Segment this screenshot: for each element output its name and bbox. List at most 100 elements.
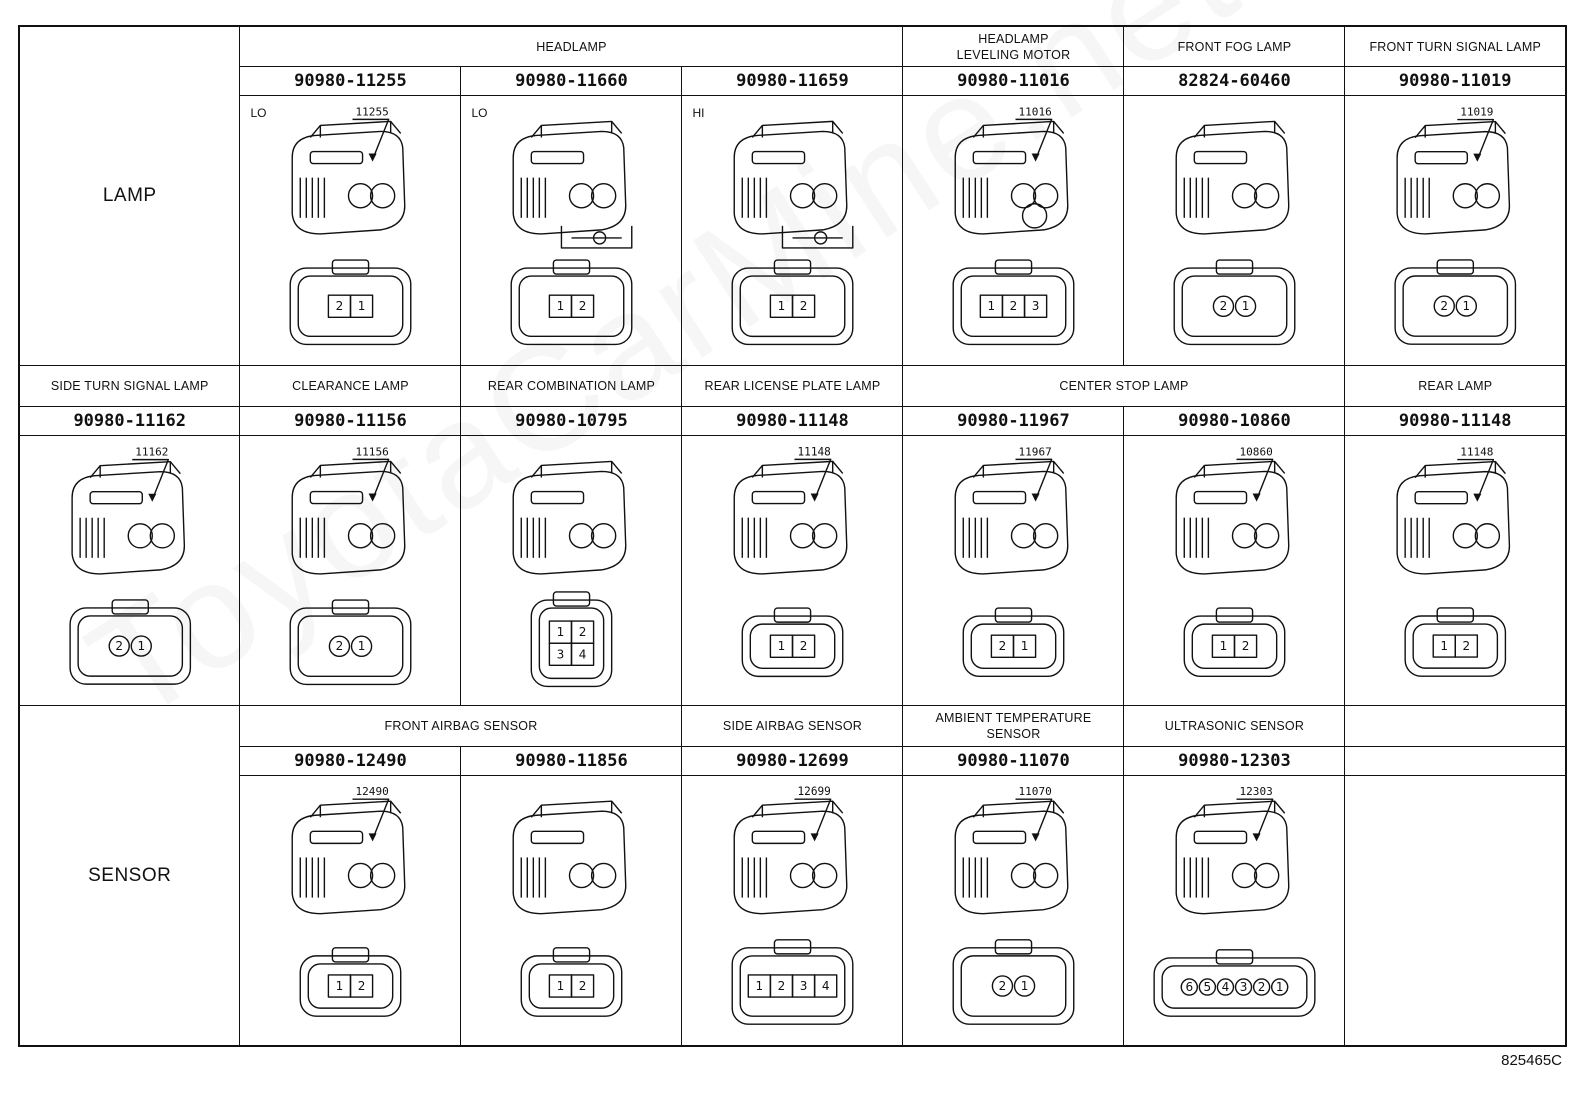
part-number: 90980-11255 [239, 66, 462, 96]
pin-cavity [793, 635, 815, 657]
connector-housing-view [293, 801, 406, 914]
beam-label: LO [250, 105, 267, 120]
connector-face-view [70, 600, 190, 684]
pin-number: 4 [579, 647, 587, 661]
connector-tag-label: 11019 [1461, 105, 1494, 118]
connector-housing-view [1177, 121, 1290, 234]
connector-tag-label: 11016 [1019, 105, 1052, 118]
category-sensor: SENSOR [18, 705, 241, 1047]
pin-number: 2 [1463, 639, 1471, 653]
pin-cavity [1435, 296, 1455, 316]
pin-number: 1 [1021, 639, 1029, 653]
connector-tag-label: 11148 [1461, 445, 1494, 458]
pin-number: 2 [999, 639, 1007, 653]
connector-face-view [532, 592, 612, 686]
pin-cavity [572, 295, 594, 317]
part-number: 90980-11148 [1344, 406, 1567, 436]
connector-tag-label: 11070 [1019, 785, 1052, 798]
connector-housing-view [72, 461, 184, 573]
connector-face-view [964, 608, 1064, 676]
document-id: 825465C [1501, 1052, 1562, 1069]
empty-cell [1344, 705, 1567, 748]
pin-number: 1 [778, 639, 786, 653]
connector-tag-label: 12699 [798, 785, 831, 798]
pin-number: 4 [1222, 980, 1230, 994]
connector-face-view [291, 600, 412, 684]
pin-number: 2 [778, 979, 786, 993]
pin-cavity [352, 636, 372, 656]
pin-cavity [1236, 296, 1256, 316]
pin-number: 1 [1441, 639, 1449, 653]
connector-face-view [522, 947, 622, 1015]
group-name: FRONT TURN SIGNAL LAMP [1344, 25, 1567, 68]
connector-tag-label: 11148 [798, 445, 831, 458]
connector-housing-view [1398, 461, 1510, 573]
connector-face-view [733, 260, 854, 344]
connector-face-view [512, 260, 633, 344]
pin-number: 3 [800, 979, 808, 993]
pin-cavity [351, 975, 373, 997]
connector-tag-label: 11967 [1019, 445, 1052, 458]
connector-housing-view [956, 461, 1069, 574]
part-number: 90980-11162 [18, 406, 241, 436]
pin-cavity [1218, 979, 1234, 995]
connector-tag-label: 10860 [1240, 445, 1273, 458]
part-number: 90980-11967 [902, 406, 1125, 436]
connector-face-view [954, 260, 1075, 344]
connector-housing-view [514, 461, 627, 574]
connector-face-view [1185, 608, 1285, 676]
pin-number: 3 [1240, 980, 1248, 994]
pin-number: 2 [1242, 639, 1250, 653]
pin-cavity [793, 295, 815, 317]
pin-number: 2 [800, 639, 808, 653]
pin-number: 2 [1220, 299, 1228, 313]
connector-tag-label: 11255 [356, 105, 389, 118]
connector-housing-view [735, 801, 848, 914]
pin-number: 2 [1258, 980, 1266, 994]
connector-face-view [1175, 260, 1296, 344]
part-number: 90980-11019 [1344, 66, 1567, 96]
pin-cavity [1235, 635, 1257, 657]
pin-number: 1 [1021, 979, 1029, 993]
pin-number: 1 [557, 299, 565, 313]
group-name: ULTRASONIC SENSOR [1123, 705, 1346, 748]
part-number: 90980-11156 [239, 406, 462, 436]
connector-tag-label: 11162 [135, 445, 168, 458]
connector-face-view [1406, 608, 1506, 676]
pin-cavity [351, 295, 373, 317]
pin-cavity [1014, 635, 1036, 657]
pin-number: 2 [800, 299, 808, 313]
connector-housing-view [956, 801, 1069, 914]
pin-cavity [1025, 295, 1047, 317]
pin-cavity [1015, 976, 1035, 996]
connector-housing-view [293, 461, 406, 574]
part-number: 90980-12699 [681, 746, 904, 776]
pin-cavity [572, 975, 594, 997]
group-name: REAR LAMP [1344, 365, 1567, 408]
connector-face-view [733, 939, 854, 1023]
pin-cavity [1272, 979, 1288, 995]
pin-number: 1 [1463, 299, 1471, 313]
part-number: 90980-11070 [902, 746, 1125, 776]
connector-tag-label: 12490 [356, 785, 389, 798]
